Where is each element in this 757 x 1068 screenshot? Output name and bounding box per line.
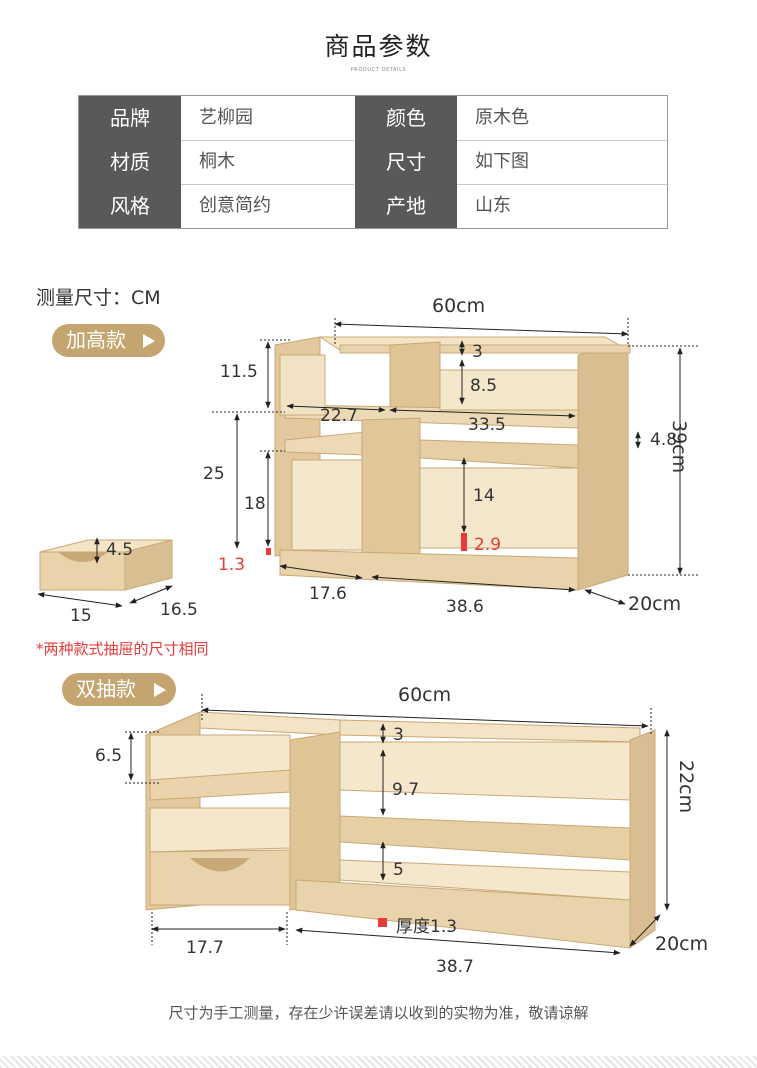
dim-label: 14 [473,486,495,506]
measure-label: 测量尺寸：CM [36,287,161,309]
tall-width: 60cm [432,295,486,317]
page-title: 商品参数 [324,32,433,61]
badge-tall: 加高款 [52,324,165,357]
dim-label: 18 [244,494,266,514]
thickness-label: 厚度1.3 [396,917,458,937]
play-arrow-icon [154,683,166,697]
tall-depth: 20cm [628,593,682,615]
spec-key: 材质 [79,140,181,184]
bottom-divider [0,1056,757,1068]
dim-label: 5 [393,860,404,880]
dim-label: 8.5 [470,376,498,396]
badge-double: 双抽款 [62,673,176,706]
double-depth: 20cm [655,933,709,955]
dim-label: 16.5 [160,600,198,620]
spec-table: 品牌 艺柳园 颜色 原木色 材质 桐木 尺寸 如下图 风格 创意简约 产地 山东 [78,95,669,229]
dim-label: 33.5 [468,415,506,435]
spec-key: 产地 [355,184,457,228]
spec-key: 颜色 [355,96,457,140]
tall-shelf [274,336,631,591]
footer-disclaimer: 尺寸为手工测量，存在少许误差请以收到的实物为准，敬请谅解 [168,1004,589,1022]
dim-label: 17.7 [186,938,224,958]
dim-label: 15 [70,606,92,626]
spec-value: 山东 [475,195,511,216]
dim-label: 3 [393,725,404,745]
double-height: 22cm [675,760,697,814]
dim-label: 25 [203,464,225,484]
dim-label: 38.6 [446,597,484,617]
spec-value: 艺柳园 [199,107,253,128]
spec-value: 创意简约 [199,195,271,216]
spec-key: 品牌 [79,96,181,140]
drawer-drawing [39,539,173,591]
drawer-note: *两种款式抽屉的尺寸相同 [36,640,209,658]
spec-value: 原木色 [475,107,529,128]
dim-label: 17.6 [309,584,347,604]
dim-label: 38.7 [436,957,474,977]
dim-label: 11.5 [220,362,258,382]
dim-label-red: 1.3 [218,555,246,575]
spec-value: 桐木 [199,151,235,172]
dim-label-red: 2.9 [474,535,502,555]
dim-label: 3 [472,342,483,362]
spec-key: 尺寸 [355,140,457,184]
badge-tall-label: 加高款 [66,328,126,352]
play-arrow-icon [143,334,155,348]
page-subtitle: PRODUCT DETAILS [350,67,407,73]
double-width: 60cm [398,684,452,706]
dim-label: 6.5 [95,746,123,766]
dim-label: 4.8 [650,430,678,450]
dim-label: 9.7 [392,780,420,800]
dim-label: 4.5 [106,540,134,560]
badge-double-label: 双抽款 [76,677,136,701]
spec-value: 如下图 [475,151,529,172]
spec-key: 风格 [79,184,181,228]
double-shelf [145,711,656,949]
dim-label: 22.7 [320,406,358,426]
